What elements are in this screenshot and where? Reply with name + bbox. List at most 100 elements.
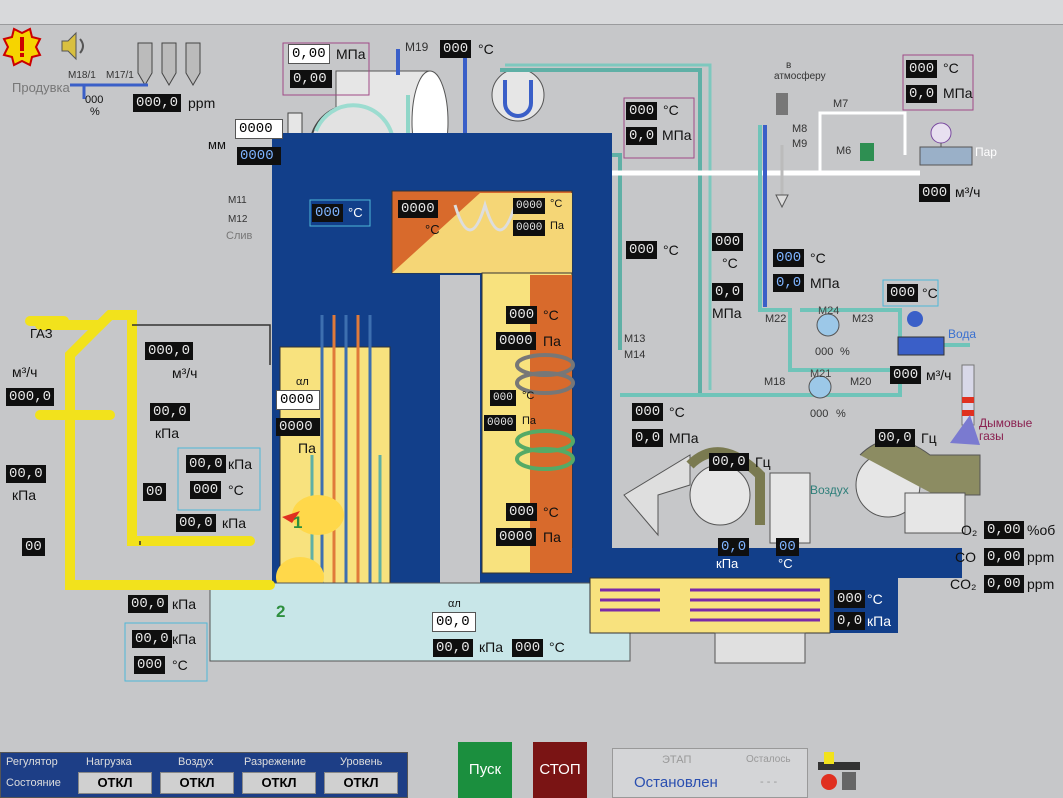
stop-button[interactable]: СТОП [533,742,587,798]
superheater-temp: 0000 [513,198,546,214]
air-heater-temp: 000 [834,590,866,608]
load-regulator-button[interactable]: ОТКЛ [78,772,152,794]
draft-header: Разрежение [244,756,306,768]
air-regulator-button[interactable]: ОТКЛ [160,772,234,794]
gas-flow-top: 000,0 [145,342,194,360]
alarm-icon[interactable] [2,27,42,67]
water-flow: 000 [890,366,922,384]
valve-m18-label: М18 [764,376,786,388]
steam-flow-value: 000 [919,184,951,202]
vent-label-2: атмосферу [774,71,826,82]
superheater-coil [453,199,517,232]
co2-label: CO₂ [950,576,977,592]
gas-temp-2: 00 [143,483,166,501]
econ-temp-unit: °C [543,307,559,323]
co2-unit: ppm [1027,576,1055,592]
gas-temp-1: 00 [22,538,45,556]
steam-pressure-1-unit: МПа [662,127,692,143]
stage-header: ЭТАП [662,754,692,766]
gas-pressure-3-unit: кПа [228,456,252,472]
superheater-pressure: 0000 [513,220,546,236]
riser-value-2: 0,0 [712,283,744,301]
return-temp-unit: °C [669,404,685,420]
flue-gas-label: Дымовые газы [979,416,1033,443]
air-duct-temp-unit: °C [778,556,793,571]
gas-pressure-6: 00,0 [132,630,172,648]
gas-pressure-3: 00,0 [186,455,226,473]
steam-pressure-2: 0,0 [906,85,938,103]
title-bar [0,0,1063,25]
o2-unit: %об [1027,522,1056,538]
start-button[interactable]: Пуск [458,742,512,798]
valve-m24-label: М24 [818,305,840,317]
valve-m6-label: М6 [836,145,852,157]
low-pressure-unit: Па [543,529,561,545]
water-flow-unit: м³/ч [926,367,952,383]
bottom-temp: 000 [512,639,544,657]
valve-m23-label: М23 [852,313,874,325]
drum-pressure-mm: 0,00 [288,44,330,64]
burner-2-label: 2 [276,602,286,621]
water-pressure: 0,0 [773,274,805,292]
air-duct-temp: 00 [776,538,799,556]
bottom-kpa-unit: кПа [479,639,503,655]
m19-temp-unit: °C [478,41,494,57]
exhaust-fan-hz: 00,0 [875,429,915,447]
low-temp-unit: °C [543,504,559,520]
water-temp: 000 [773,249,805,267]
return-pressure: 0,0 [632,429,664,447]
boiler-base [209,582,631,662]
bottom-temp-unit: °C [549,639,565,655]
valve-m13-label: М13 [624,333,646,345]
air-label: Воздух [810,483,849,497]
air-heater-kpa: 0,0 [834,612,866,630]
level-mm-label: мм [208,137,226,152]
air-fan-hz: 00,0 [709,453,749,471]
level-regulator-button[interactable]: ОТКЛ [324,772,398,794]
air-heater-temp-unit: °C [867,591,883,607]
valve-m17-1-label: М17/1 [106,70,134,81]
speaker-icon[interactable] [61,31,84,61]
m21-pct-unit: % [836,408,846,420]
o2-label: O₂ [961,522,978,538]
pipe-temp: 000 [626,241,658,259]
level-mm-value2: 0000 [237,147,281,165]
gas-pressure-1-unit: кПа [155,425,179,441]
riser-value-1: 000 [712,233,744,251]
draft-regulator-button[interactable]: ОТКЛ [242,772,316,794]
co-unit: ppm [1027,549,1055,565]
level-header: Уровень [340,756,383,768]
gas-flow-left: 000,0 [6,388,55,406]
callout-3 [623,97,695,159]
water-inlet-temp: 000 [887,284,919,302]
superheater-temp-unit: °C [550,198,563,210]
m24-pct-unit: % [840,346,850,358]
blowdown-pct-unit: % [90,106,100,118]
drum-temp: 000 [312,204,344,222]
valve-m11-label: М11 [228,195,247,206]
steam-flow-unit: м³/ч [955,184,981,200]
valve-m19-label: М19 [405,40,429,54]
gas-pressure-1: 00,0 [150,403,190,421]
valve-m8-label: М8 [792,123,808,135]
econ-pressure-unit: Па [543,333,561,349]
reagent-hoppers [137,42,201,86]
econ-temp: 000 [506,306,538,324]
bottom-kpa: 00,0 [433,639,473,657]
air-duct-kpa: 0,0 [718,538,750,556]
valve-m22-label: М22 [765,313,787,325]
gas-pipeline [25,310,275,590]
draft-fans [623,415,981,544]
steam-temp-2-unit: °C [943,60,959,76]
remain-header: Осталось [746,754,791,765]
burner-status-icon[interactable] [814,748,864,796]
exhaust-fan-hz-unit: Гц [921,430,937,446]
callout-7 [882,279,939,307]
low-pressure: 0000 [496,528,536,546]
valve-m6[interactable] [860,143,874,161]
steam-temp-1-unit: °C [663,102,679,118]
air-heater-kpa-unit: кПа [867,613,891,629]
ppm-unit: ppm [188,95,216,111]
drum-pressure-unit: МПа [336,46,366,62]
furnace-pressure-unit: Па [298,440,316,456]
